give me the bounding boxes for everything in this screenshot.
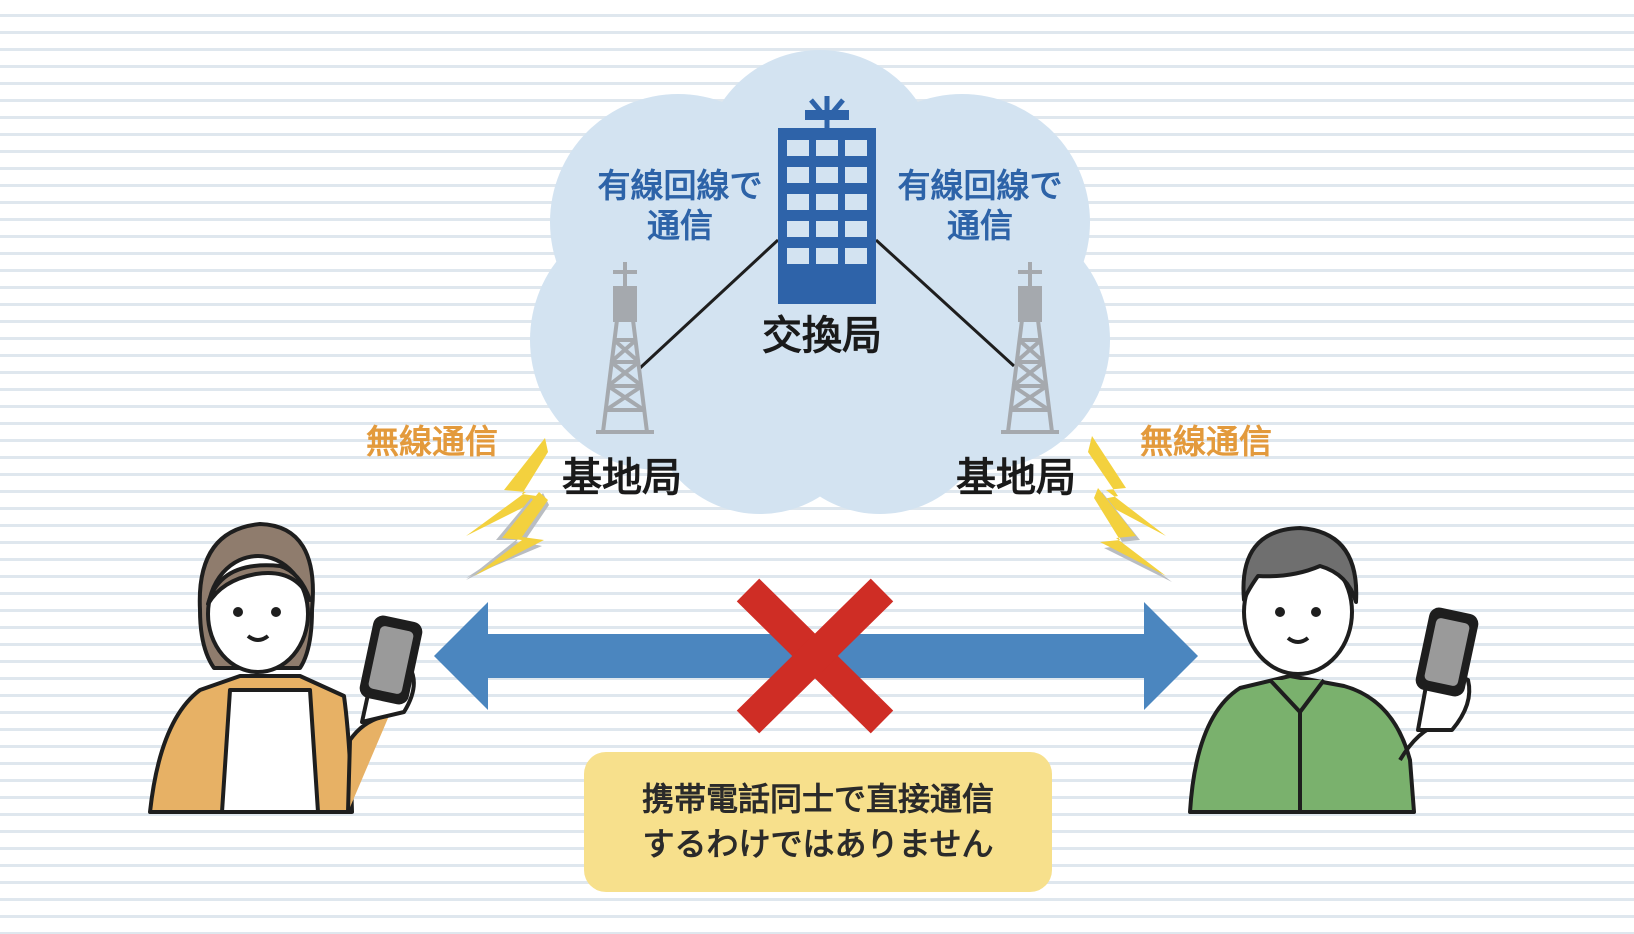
note-box: 携帯電話同士で直接通信 するわけではありません xyxy=(584,752,1052,892)
wireless-label-right: 無線通信 xyxy=(1140,422,1272,462)
wired-label-right: 有線回線で 通信 xyxy=(880,166,1080,245)
base-station-label-left: 基地局 xyxy=(562,454,682,502)
base-station-label-right: 基地局 xyxy=(956,454,1076,502)
wired-label-left: 有線回線で 通信 xyxy=(580,166,780,245)
wired-label-left-line2: 通信 xyxy=(580,206,780,246)
wired-label-right-line1: 有線回線で xyxy=(880,166,1080,206)
man-with-phone-icon xyxy=(1190,528,1478,812)
exchange-label: 交換局 xyxy=(762,312,882,360)
wireless-label-left: 無線通信 xyxy=(366,422,498,462)
wired-label-right-line2: 通信 xyxy=(880,206,1080,246)
note-line1: 携帯電話同士で直接通信 xyxy=(642,777,994,822)
wired-label-left-line1: 有線回線で xyxy=(580,166,780,206)
note-line2: するわけではありません xyxy=(642,822,993,867)
woman-with-phone-icon xyxy=(150,524,422,812)
